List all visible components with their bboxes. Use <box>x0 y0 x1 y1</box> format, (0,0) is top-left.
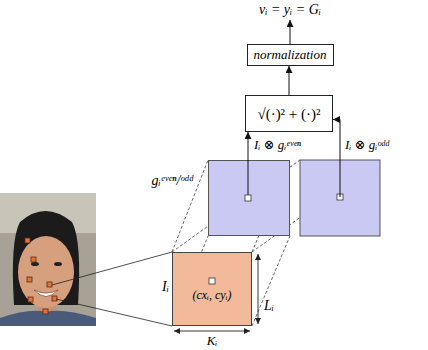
face <box>18 236 74 308</box>
face-photo <box>0 193 96 326</box>
node-text: normalization <box>254 47 327 63</box>
patch-square: Iᵢ(cxᵢ, cyᵢ) <box>172 252 252 326</box>
edge-label: Iᵢ ⊗ gᵢᵉᵛᵉⁿ <box>254 137 301 152</box>
formula-label: vᵢ = yᵢ = Gᵢ <box>259 2 321 17</box>
signal-arrow <box>248 132 249 160</box>
center-point <box>209 278 215 284</box>
label-holder: vᵢ = yᵢ = Gᵢ <box>190 2 390 18</box>
response-line <box>248 160 249 198</box>
label-holder: Kᵢ <box>172 333 252 349</box>
magnitude-box: √(·)² + (·)² <box>245 95 333 132</box>
width-dimension <box>174 331 250 332</box>
formula-label: Kᵢ <box>207 333 218 348</box>
height-dimension <box>258 254 259 324</box>
odd-response-arrow <box>333 120 340 198</box>
signal-arrow <box>289 66 290 95</box>
feature-points <box>25 238 57 314</box>
mouth <box>34 290 58 297</box>
label-holder: Lᵢ <box>264 298 274 314</box>
edge-label-holder: Iᵢ ⊗ gᵢᵉᵛᵉⁿ <box>254 137 301 153</box>
center-point <box>245 195 251 201</box>
center-marker <box>209 161 289 235</box>
eye <box>31 262 39 266</box>
label-holder: Iᵢ ⊗ gᵢᵒᵈᵈ <box>345 137 389 153</box>
photo-ground <box>0 193 96 326</box>
filter-square: gᵢᵉᵛᵉⁿ/ᵒᵈᵈ <box>208 160 290 236</box>
output-arrow <box>290 20 291 44</box>
formula-label: Lᵢ <box>264 298 274 313</box>
node-text: (cxᵢ, cyᵢ) <box>173 287 251 303</box>
node-text: √(·)² + (·)² <box>257 106 320 122</box>
projection-lines <box>172 160 380 326</box>
eye <box>54 262 62 266</box>
formula-label: Iᵢ ⊗ gᵢᵒᵈᵈ <box>345 137 389 152</box>
fringe <box>18 224 76 252</box>
process-box: normalization <box>247 44 334 66</box>
leader-lines <box>52 252 172 326</box>
